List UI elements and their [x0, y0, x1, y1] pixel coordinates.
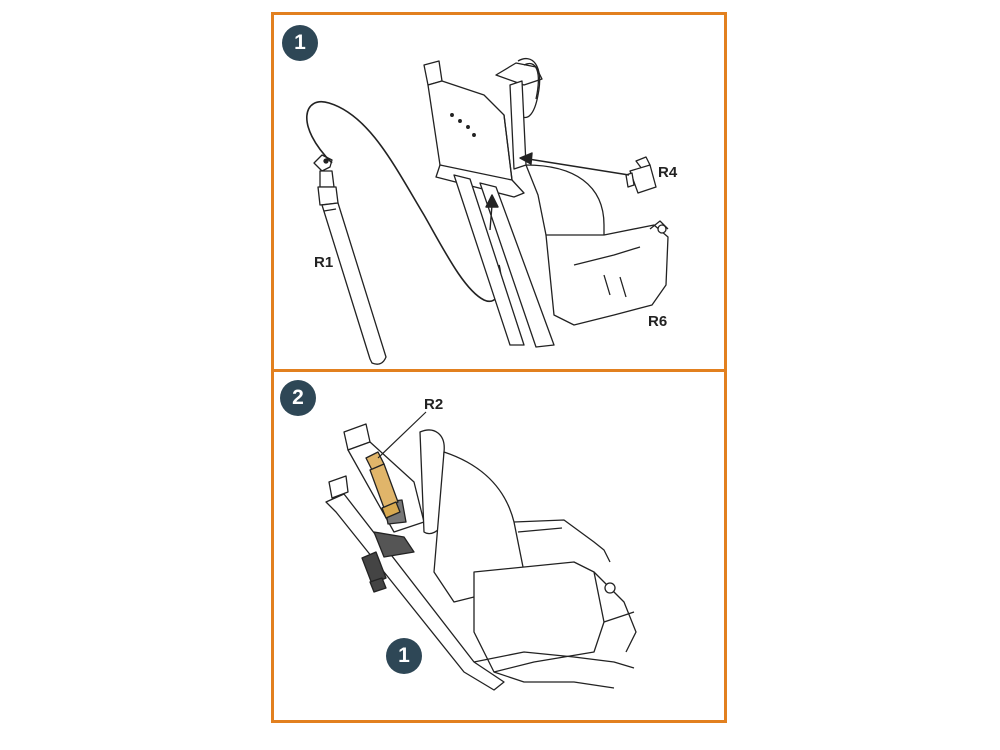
sub-step-1-badge: 1 [386, 638, 422, 674]
step-2-panel: 2 [271, 369, 727, 723]
arrow-icon [485, 152, 630, 231]
part-r6-seat [423, 58, 669, 348]
step-2-badge: 2 [280, 380, 316, 416]
step-1-badge: 1 [282, 25, 318, 61]
assembled-seat [325, 423, 637, 691]
part-r1-tube [313, 154, 387, 365]
part-label-r1: R1 [314, 254, 334, 271]
side-canister [361, 551, 387, 593]
cable-line [306, 100, 502, 303]
step-2-illustration [325, 411, 637, 691]
part-r2-highlight [365, 451, 401, 519]
step-1-illustration [306, 58, 669, 365]
part-label-r2: R2 [424, 396, 444, 413]
part-label-r6: R6 [648, 313, 668, 330]
leader-line-r2 [377, 411, 427, 459]
part-label-r4: R4 [658, 164, 678, 181]
step-1-panel: 1 [271, 12, 727, 372]
part-r4 [625, 156, 657, 194]
